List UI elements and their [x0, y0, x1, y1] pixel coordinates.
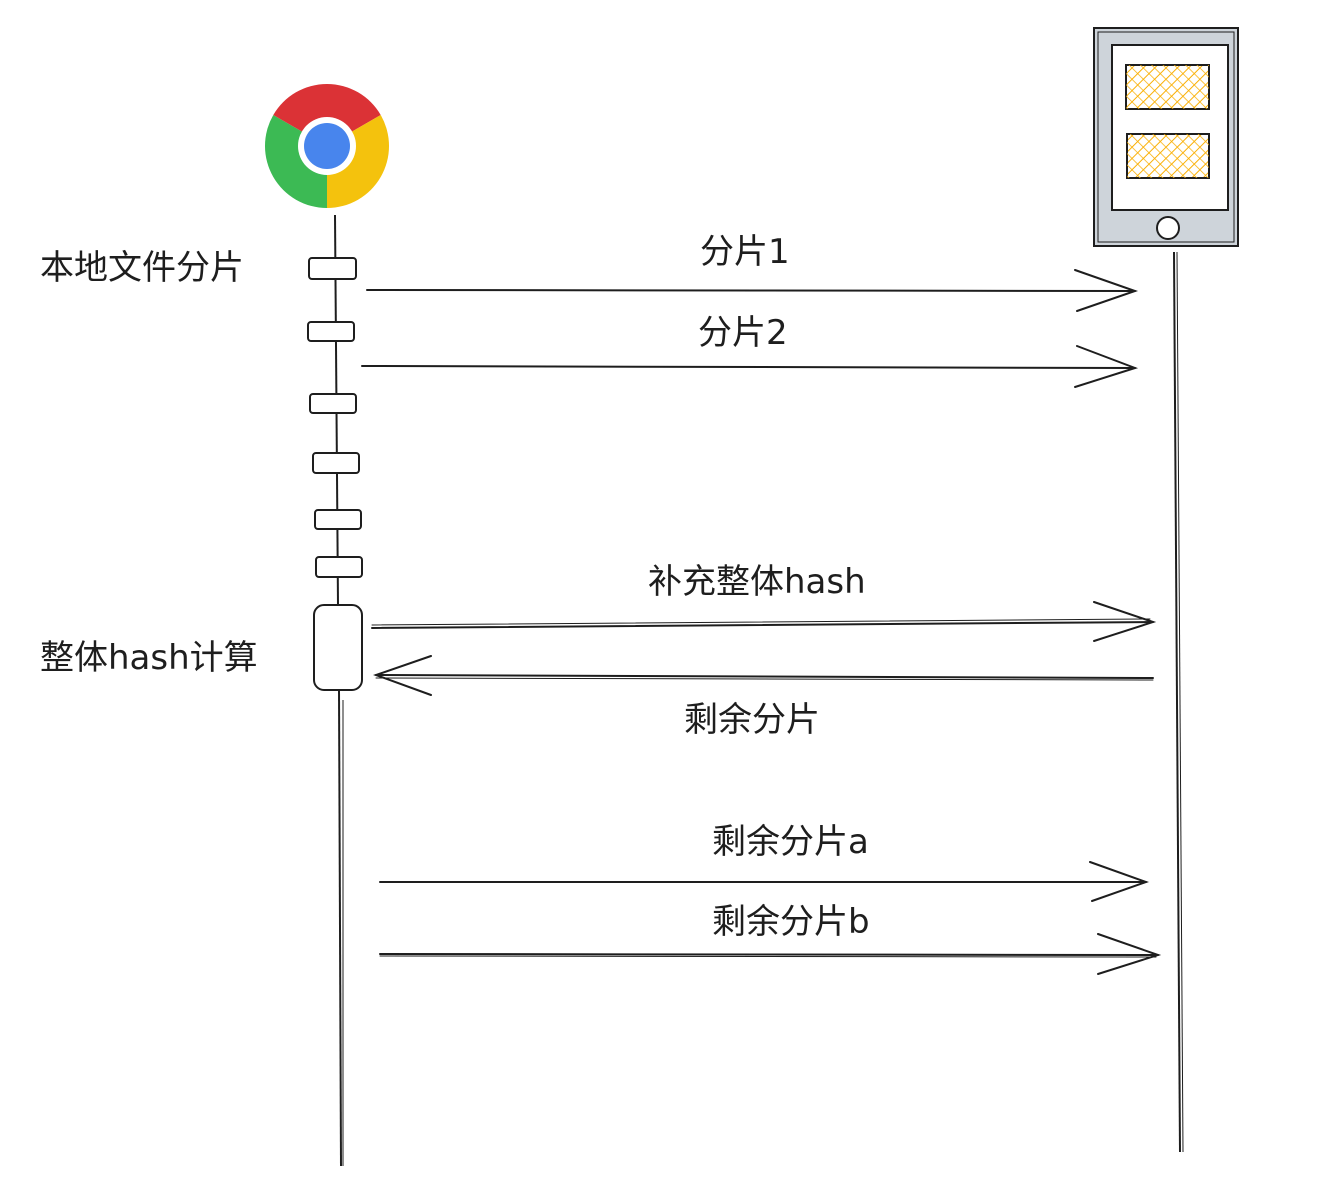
message-arrow-1: [366, 269, 1139, 312]
message-label-4: 剩余分片: [684, 700, 820, 740]
file-chunk: [308, 257, 357, 280]
message-arrow-5: [379, 861, 1149, 902]
tablet-device-icon: [1093, 27, 1239, 247]
message-arrow-3: [371, 601, 1157, 642]
message-arrow-6: [379, 933, 1162, 975]
file-chunk: [307, 321, 355, 342]
message-label-5: 剩余分片a: [712, 822, 869, 862]
chrome-browser-icon: [264, 83, 390, 208]
file-chunk: [309, 393, 357, 414]
message-label-6: 剩余分片b: [712, 902, 870, 942]
message-label-3: 补充整体hash: [648, 562, 866, 602]
message-label-1: 分片1: [700, 232, 790, 272]
file-chunk: [314, 509, 362, 530]
file-chunks: [307, 257, 363, 578]
hash-calc-activation: [313, 604, 363, 691]
file-chunk: [315, 556, 363, 578]
server-lifeline: [1173, 251, 1184, 1153]
message-arrow-2: [361, 345, 1139, 388]
file-chunk: [312, 452, 360, 474]
message-arrow-4: [373, 655, 1154, 696]
note-whole-hash-calc: 整体hash计算: [40, 638, 258, 678]
message-label-2: 分片2: [698, 313, 788, 353]
note-local-file-split: 本地文件分片: [40, 248, 244, 288]
